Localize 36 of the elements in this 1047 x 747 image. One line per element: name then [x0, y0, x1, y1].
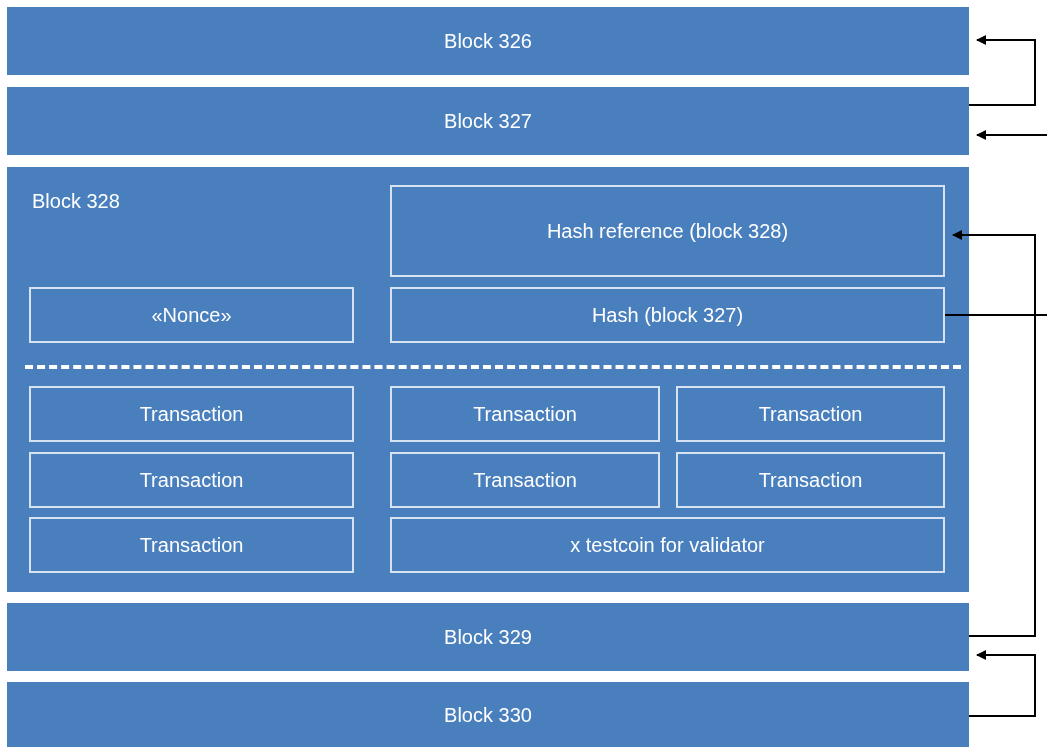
- block-label: Hash reference (block 328): [545, 219, 790, 244]
- field-box: [390, 452, 660, 508]
- block-title: Block 328: [32, 189, 120, 214]
- field-box: [29, 517, 354, 573]
- block-label: Transaction: [138, 468, 245, 493]
- block-label: x testcoin for validator: [569, 533, 766, 558]
- block-bar: [7, 603, 969, 671]
- block-label: Transaction: [472, 468, 578, 493]
- block-label: Block 330: [443, 702, 533, 728]
- block-label: Transaction: [757, 468, 864, 493]
- block-label: Transaction: [138, 533, 245, 558]
- field-box: [29, 287, 354, 343]
- field-box: [29, 386, 354, 442]
- block-label: Transaction: [138, 402, 245, 427]
- block-bar: [7, 7, 969, 75]
- block-bar: [7, 87, 969, 155]
- block-label: Transaction: [472, 402, 578, 427]
- arrow: [968, 650, 1036, 717]
- block-label: Transaction: [757, 402, 864, 427]
- field-box: [390, 517, 945, 573]
- field-box: [29, 452, 354, 508]
- field-box: [676, 452, 945, 508]
- block-label: «Nonce»: [150, 303, 233, 328]
- block-label: Block 326: [443, 29, 533, 54]
- block-bar: [7, 167, 969, 592]
- block-label: Hash (block 327): [590, 303, 745, 328]
- block-bar: [7, 682, 969, 747]
- field-box: [390, 185, 945, 277]
- arrow: [968, 35, 1036, 106]
- arrow: [976, 130, 1047, 140]
- block-label: Block 329: [443, 625, 533, 650]
- field-box: [390, 386, 660, 442]
- block-label: Block 327: [443, 109, 533, 134]
- field-box: [676, 386, 945, 442]
- arrow: [952, 230, 1036, 637]
- field-box: [390, 287, 945, 343]
